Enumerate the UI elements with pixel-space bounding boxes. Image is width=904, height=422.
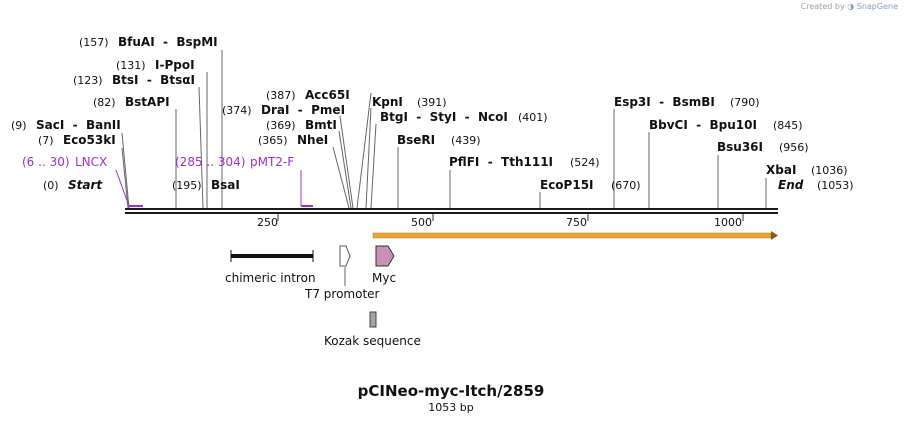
start-position: (0) [43, 179, 59, 192]
enzyme-name: I-PpoI [155, 58, 195, 72]
enzyme-position: (401) [518, 111, 548, 124]
snapgene-credit: Created by ◑ SnapGene [801, 2, 898, 11]
enzyme-name: BmtI [305, 118, 337, 132]
enzyme-name: NheI [297, 133, 328, 147]
cut-line-btsi [198, 86, 204, 209]
start-label: Start [68, 178, 103, 192]
enzyme-position: (195) [172, 179, 202, 192]
cut-line-kpni [365, 107, 372, 209]
features: chimeric intron T7 promoter Myc Kozak se… [225, 245, 421, 348]
credit-prefix: Created by [800, 2, 845, 11]
enzyme-position: (845) [773, 119, 803, 132]
snapgene-logo-icon: ◑ [847, 2, 855, 11]
enzyme-position: (374) [222, 104, 252, 117]
enzyme-name: BtgI - StyI - NcoI [380, 110, 508, 124]
enzyme-position: (439) [451, 134, 481, 147]
enzyme-position: (524) [570, 156, 600, 169]
scale-label: 750 [566, 216, 587, 229]
cut-line-saci [121, 132, 130, 209]
enzyme-position: (391) [417, 96, 447, 109]
enzyme-position: (365) [258, 134, 288, 147]
backbone [125, 208, 778, 214]
kozak-sequence-box [369, 311, 377, 328]
enzyme-position: (9) [11, 119, 27, 132]
enzyme-position: (790) [730, 96, 760, 109]
myc-label: Myc [372, 271, 396, 285]
cut-line-acc65i [356, 92, 372, 209]
enzyme-name: BseRI [397, 133, 435, 147]
scale-label: 1000 [714, 216, 742, 229]
enzyme-position: (131) [116, 59, 146, 72]
enzyme-position: (123) [73, 74, 103, 87]
t7-promoter-label: T7 promoter [304, 287, 380, 301]
chimeric-intron-label: chimeric intron [225, 271, 316, 285]
enzyme-position: (369) [266, 119, 296, 132]
enzyme-name: KpnI [372, 95, 403, 109]
scale-label: 500 [411, 216, 432, 229]
enzyme-position: (1036) [811, 164, 848, 177]
cut-line-drai [339, 115, 354, 209]
orf-arrow [372, 231, 778, 240]
end-label: End [778, 178, 804, 192]
enzyme-name: BtsI - BtsαI [112, 73, 195, 87]
cut-line-bmti [338, 130, 352, 209]
enzyme-name: EcoP15I [540, 178, 594, 192]
enzyme-name: BfuAI - BspMI [118, 35, 218, 49]
primer-range: (285 .. 304) [175, 155, 245, 169]
enzyme-name: SacI - BanII [36, 118, 121, 132]
primer-name: LNCX [75, 155, 107, 169]
primer-name: pMT2-F [250, 155, 294, 169]
sequence-ends: (0) Start End (1053) [43, 178, 854, 192]
enzyme-name: BbvCI - Bpu10I [649, 118, 757, 132]
enzyme-name: BsaI [211, 178, 240, 192]
primer-labels: (6 .. 30) LNCX (285 .. 304) pMT2-F [22, 155, 294, 169]
orf-bar [372, 232, 772, 239]
enzyme-name: Esp3I - BsmBI [614, 95, 715, 109]
enzyme-position: (387) [266, 89, 296, 102]
cut-site-lines [115, 50, 767, 209]
enzyme-name: Bsu36I [717, 140, 763, 154]
cut-line-btgi [370, 123, 377, 209]
scale-label: 250 [257, 216, 278, 229]
enzyme-name: BstAPI [125, 95, 170, 109]
orf-arrowhead [771, 231, 778, 240]
enzyme-position: (157) [79, 36, 109, 49]
scale: 250 500 750 1000 [257, 214, 744, 229]
enzyme-position: (670) [611, 179, 641, 192]
enzyme-position: (7) [38, 134, 54, 147]
enzyme-position: (82) [93, 96, 116, 109]
enzyme-name: Acc65I [305, 88, 350, 102]
end-position: (1053) [817, 179, 854, 192]
cut-line-nhei [332, 146, 350, 209]
map-title: pCINeo-myc-Itch/2859 [358, 382, 545, 400]
enzyme-labels: (157) BfuAI - BspMI (131) I-PpoI (123) B… [11, 35, 848, 192]
kozak-sequence-label: Kozak sequence [324, 334, 421, 348]
enzyme-name: Eco53kI [63, 133, 116, 147]
cut-line-eco53ki [121, 147, 129, 209]
t7-promoter-arrow [339, 245, 351, 267]
enzyme-name: XbaI [766, 163, 796, 177]
primer-range: (6 .. 30) [22, 155, 70, 169]
primer-line-lncx [115, 169, 130, 207]
map-subtitle: 1053 bp [428, 401, 473, 414]
enzyme-position: (956) [779, 141, 809, 154]
enzyme-name: PflFI - Tth111I [449, 155, 553, 169]
enzyme-name: DraI - PmeI [261, 103, 345, 117]
credit-brand: SnapGene [856, 2, 898, 11]
myc-tag-arrow [375, 245, 395, 267]
